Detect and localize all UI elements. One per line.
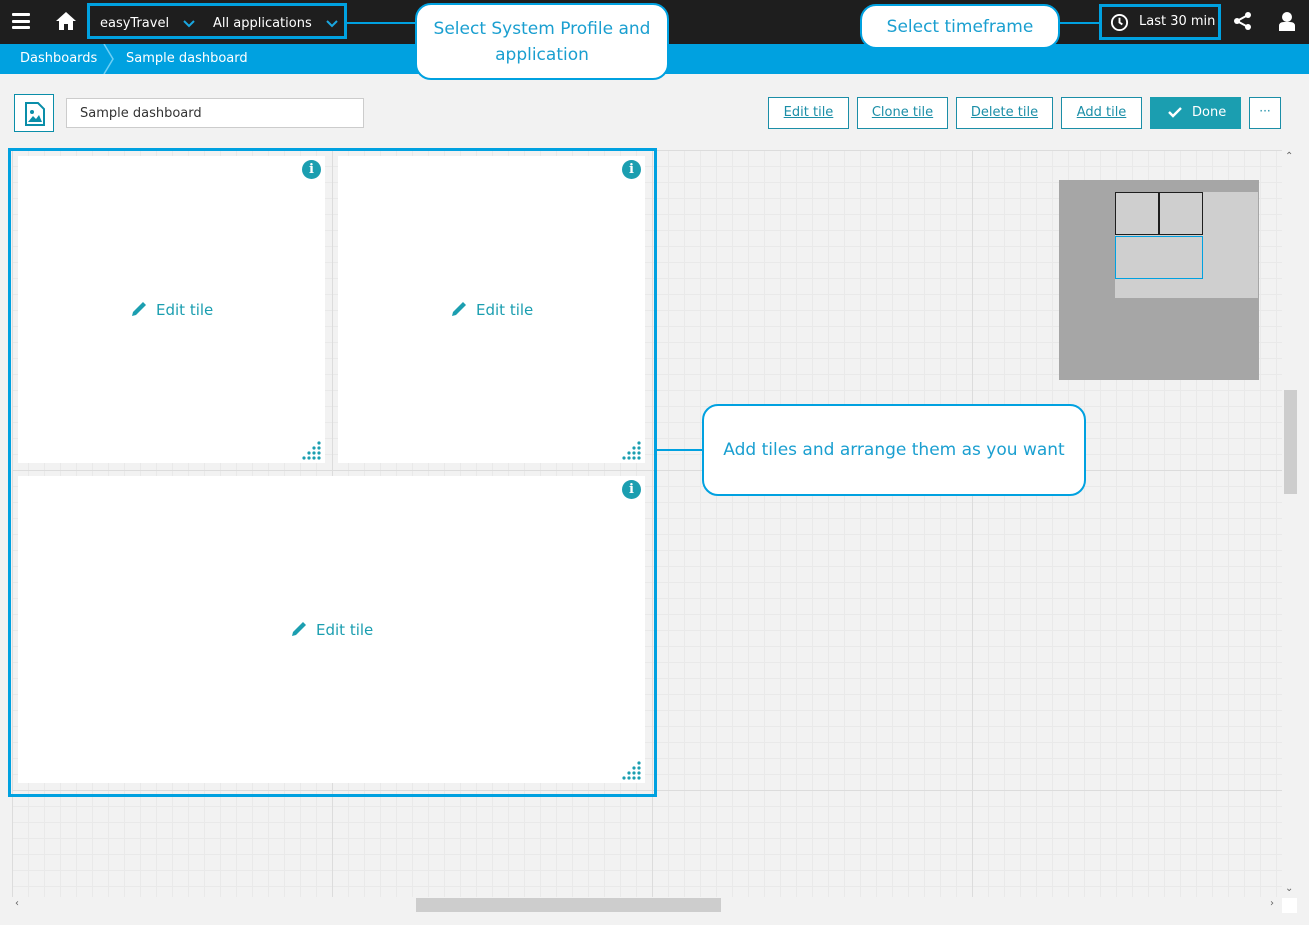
done-label: Done — [1192, 105, 1227, 120]
dashboard-image-icon[interactable] — [14, 94, 54, 132]
chevron-down-icon — [326, 19, 338, 27]
application-label: All applications — [213, 16, 312, 31]
edit-tile-label: Edit tile — [156, 301, 214, 319]
timeframe-selector[interactable]: Last 30 min — [1099, 4, 1221, 40]
edit-tile-button[interactable]: Edit tile — [768, 97, 849, 129]
scrollbar-corner — [1282, 898, 1297, 913]
callout-profile: Select System Profile and application — [415, 3, 669, 80]
minimap[interactable] — [1059, 180, 1259, 380]
scroll-left-arrow-icon[interactable]: ‹ — [15, 898, 19, 909]
horizontal-scroll-thumb[interactable] — [416, 898, 721, 912]
info-icon[interactable]: i — [622, 480, 641, 499]
pencil-icon — [132, 302, 146, 316]
more-options-button[interactable]: ··· — [1249, 97, 1281, 129]
done-button[interactable]: Done — [1150, 97, 1241, 129]
application-dropdown[interactable]: All applications — [213, 16, 338, 31]
home-icon[interactable] — [55, 11, 77, 31]
callout-connector — [347, 22, 416, 24]
clone-tile-button[interactable]: Clone tile — [857, 97, 948, 129]
breadcrumb-current: Sample dashboard — [126, 51, 248, 66]
callout-connector — [1059, 22, 1099, 24]
callout-connector — [656, 449, 704, 451]
tiles-highlight-frame — [8, 148, 657, 797]
user-icon[interactable] — [1278, 11, 1296, 31]
callout-tiles: Add tiles and arrange them as you want — [702, 404, 1086, 496]
scroll-right-arrow-icon[interactable]: › — [1270, 898, 1274, 909]
edit-tile-link[interactable]: Edit tile — [290, 620, 373, 639]
breadcrumb-separator-icon — [103, 44, 114, 74]
scroll-up-arrow-icon[interactable]: ⌃ — [1285, 151, 1294, 162]
profile-label: easyTravel — [100, 16, 170, 31]
vertical-scrollbar[interactable] — [1282, 148, 1299, 898]
timeframe-label: Last 30 min — [1139, 14, 1216, 29]
resize-handle-icon[interactable] — [622, 760, 642, 780]
pencil-icon — [452, 302, 466, 316]
minimap-tile — [1159, 192, 1203, 235]
callout-timeframe: Select timeframe — [860, 4, 1060, 49]
tile-1[interactable]: i Edit tile — [18, 156, 325, 463]
resize-handle-icon[interactable] — [302, 440, 322, 460]
edit-tile-link[interactable]: Edit tile — [450, 300, 533, 319]
edit-tile-label: Edit tile — [316, 621, 374, 639]
clock-icon — [1110, 13, 1129, 32]
tile-2[interactable]: i Edit tile — [338, 156, 645, 463]
delete-tile-button[interactable]: Delete tile — [956, 97, 1053, 129]
check-icon — [1168, 107, 1182, 118]
add-tile-button[interactable]: Add tile — [1061, 97, 1142, 129]
tile-3[interactable]: i Edit tile — [18, 476, 645, 783]
edit-tile-label: Edit tile — [476, 301, 534, 319]
info-icon[interactable]: i — [302, 160, 321, 179]
scroll-down-arrow-icon[interactable]: ⌄ — [1285, 883, 1294, 894]
edit-tile-link[interactable]: Edit tile — [130, 300, 213, 319]
minimap-tile — [1115, 236, 1203, 279]
minimap-tile — [1115, 192, 1159, 235]
hamburger-icon[interactable] — [12, 13, 30, 29]
image-icon — [25, 102, 45, 126]
dashboard-name-input[interactable] — [66, 98, 364, 128]
resize-handle-icon[interactable] — [622, 440, 642, 460]
profile-dropdown[interactable]: easyTravel — [100, 16, 195, 31]
info-icon[interactable]: i — [622, 160, 641, 179]
chevron-down-icon — [183, 19, 195, 27]
vertical-scroll-thumb[interactable] — [1284, 390, 1297, 494]
profile-application-selector: easyTravel All applications — [87, 3, 347, 39]
breadcrumb-dashboards[interactable]: Dashboards — [20, 51, 98, 66]
share-icon[interactable] — [1233, 11, 1253, 31]
pencil-icon — [292, 622, 306, 636]
